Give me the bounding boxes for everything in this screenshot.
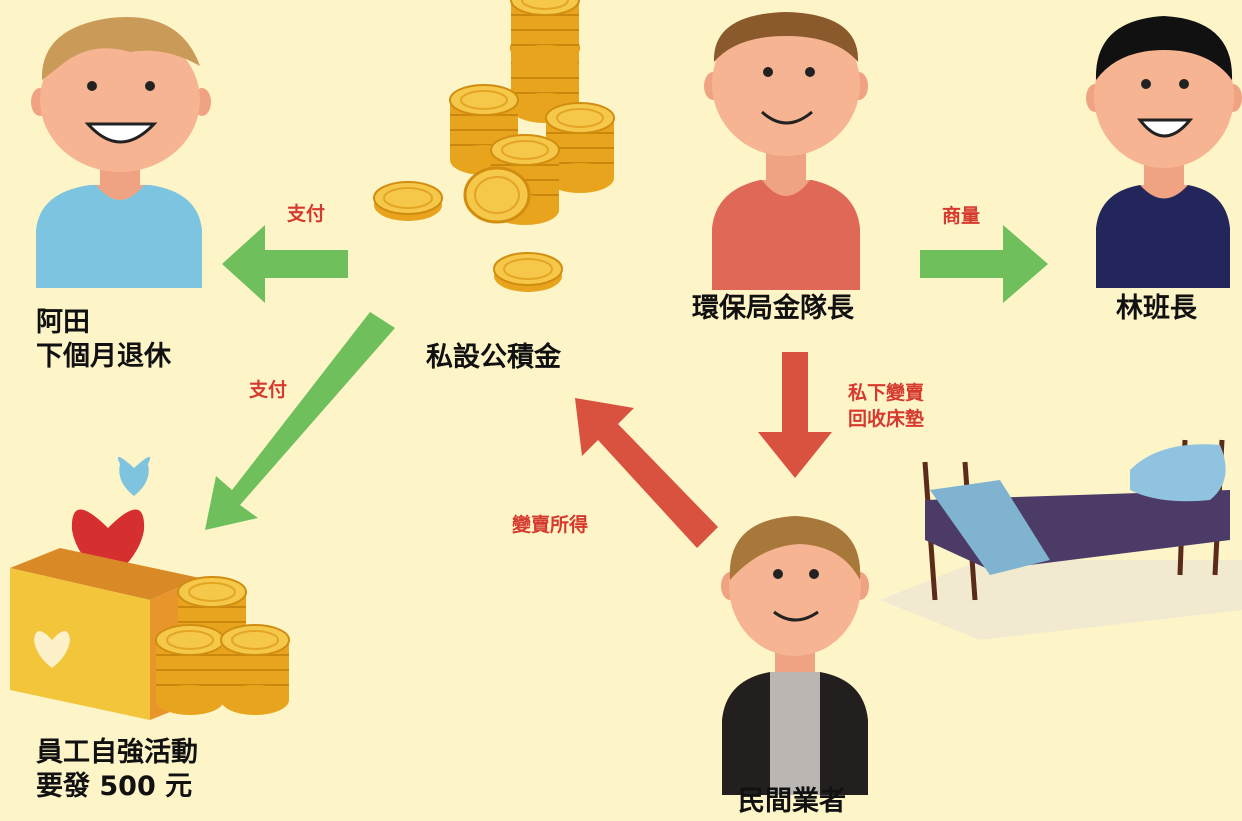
node-atian-note: 下個月退休 [36, 341, 171, 372]
person-chief-illustration [704, 12, 868, 290]
arrow-vendor-to-fund [575, 398, 718, 548]
arrow-chief-to-vendor [758, 352, 832, 478]
edge-label-chief-to-vendor: 私下變賣 回收床墊 [848, 380, 924, 432]
node-lin-label: 林班長 [1116, 293, 1197, 324]
edge-label-chief-to-vendor-line2: 回收床墊 [848, 408, 925, 430]
person-lin-illustration [1086, 16, 1242, 288]
person-atian-illustration [31, 17, 211, 288]
node-activity-line2: 要發 500 元 [36, 771, 193, 802]
coin-pile-illustration [373, 0, 615, 293]
node-chief-label: 環保局金隊長 [692, 293, 854, 324]
edge-label-fund-to-atian: 支付 [287, 203, 326, 225]
person-vendor-illustration [721, 516, 869, 795]
node-activity-line1: 員工自強活動 [36, 737, 198, 768]
bed-illustration [880, 439, 1242, 640]
node-atian-label: 阿田 下個月退休 [36, 306, 171, 374]
edge-label-vendor-to-fund: 變賣所得 [512, 514, 589, 536]
gift-box-illustration [10, 456, 290, 720]
arrow-fund-to-atian [222, 225, 348, 303]
edge-label-fund-to-activity: 支付 [249, 379, 288, 401]
arrow-fund-to-activity [205, 312, 395, 530]
arrow-chief-to-lin [920, 225, 1048, 303]
node-fund-label: 私設公積金 [426, 342, 561, 373]
node-atian-name: 阿田 [36, 307, 90, 338]
node-activity-label: 員工自強活動 要發 500 元 [36, 736, 198, 804]
edge-label-chief-to-vendor-line1: 私下變賣 [848, 382, 925, 404]
edge-label-chief-to-lin: 商量 [942, 205, 981, 227]
node-vendor-label: 民間業者 [738, 786, 846, 817]
